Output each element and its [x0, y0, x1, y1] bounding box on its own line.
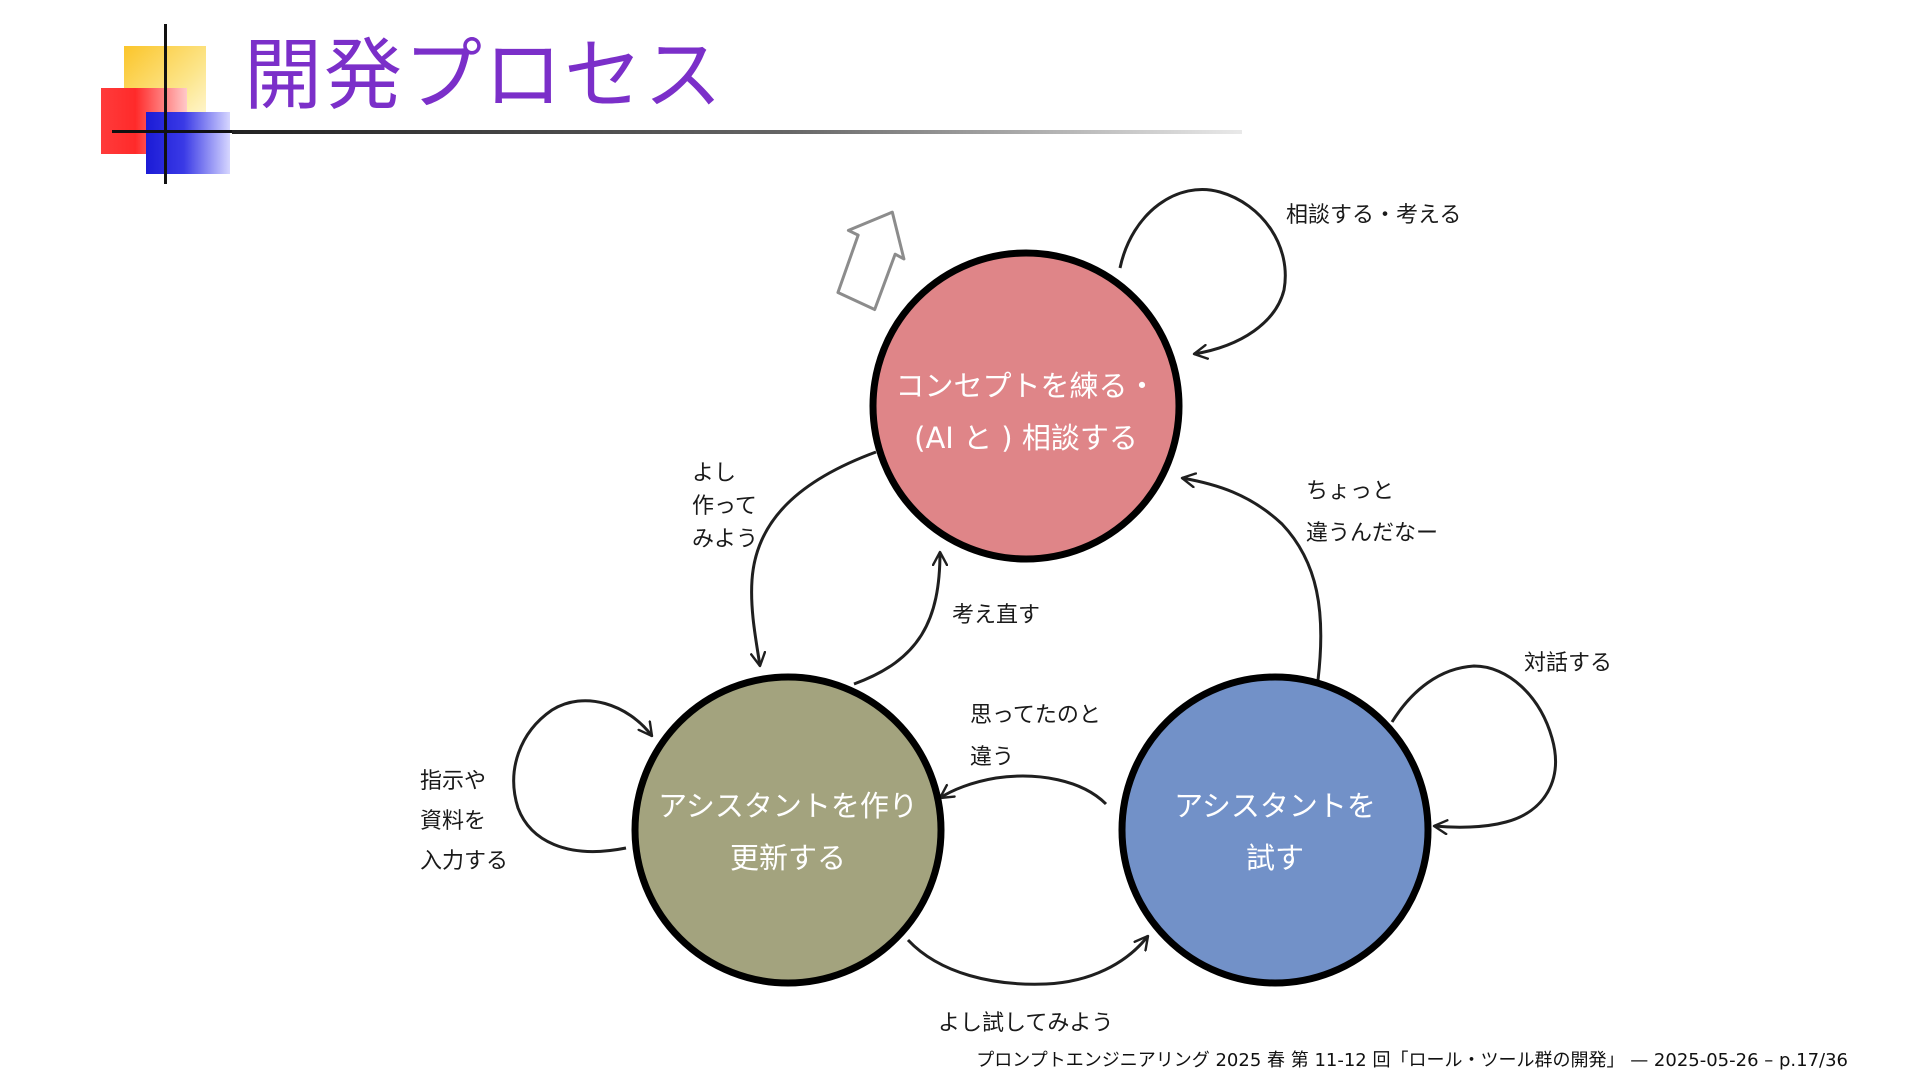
logo-line-vertical: [164, 24, 167, 184]
start-arrow-icon: [836, 210, 906, 312]
label-build-self-2: 資料を: [420, 809, 486, 834]
label-test-to-build-2: 違う: [970, 745, 1014, 770]
label-build-self-3: 入力する: [420, 849, 508, 874]
label-concept-to-build-1: よし: [692, 461, 736, 486]
label-concept-self: 相談する・考える: [1286, 203, 1461, 228]
node-test-circle: [1118, 673, 1432, 987]
logo-square-blue: [146, 112, 230, 174]
node-test-line1: アシスタントを: [1174, 789, 1376, 823]
edge-concept-to-build: [752, 450, 877, 666]
node-concept: コンセプトを練る・ (AI と ) 相談する: [869, 249, 1183, 563]
node-test: アシスタントを 試す: [1118, 673, 1432, 987]
edge-build-to-test: [906, 936, 1148, 986]
node-build: アシスタントを作り 更新する: [631, 673, 945, 987]
label-test-to-concept-1: ちょっと: [1306, 479, 1394, 504]
title-rule: [232, 130, 1242, 134]
label-concept-to-build-2: 作って: [692, 494, 757, 519]
label-test-to-concept-2: 違うんだなー: [1306, 521, 1438, 546]
node-build-line2: 更新する: [730, 841, 846, 875]
label-test-self: 対話する: [1524, 651, 1612, 676]
label-build-to-test: よし試してみよう: [938, 1011, 1113, 1036]
edge-test-self: [1390, 664, 1557, 827]
edge-concept-self: [1118, 188, 1287, 354]
edge-build-to-concept: [853, 552, 940, 686]
logo: [0, 0, 240, 200]
footer: プロンプトエンジニアリング 2025 春 第 11-12 回「ロール・ツール群の…: [976, 1050, 1848, 1071]
node-test-line2: 試す: [1246, 841, 1304, 875]
logo-line-horizontal: [112, 130, 232, 133]
node-concept-circle: [869, 249, 1183, 563]
node-concept-line1: コンセプトを練る・: [895, 369, 1156, 403]
edge-test-to-build: [940, 774, 1108, 806]
node-build-circle: [631, 673, 945, 987]
label-concept-to-build-3: みよう: [692, 527, 758, 552]
page-title: 開発プロセス: [244, 31, 725, 121]
label-test-to-build-1: 思ってたのと: [970, 703, 1101, 728]
edge-test-to-concept: [1182, 478, 1323, 681]
node-concept-line2: (AI と ) 相談する: [914, 421, 1138, 455]
label-build-self-1: 指示や: [420, 769, 486, 794]
node-build-line1: アシスタントを作り: [658, 789, 918, 823]
edge-build-self: [512, 699, 652, 853]
label-build-to-concept: 考え直す: [952, 603, 1040, 628]
